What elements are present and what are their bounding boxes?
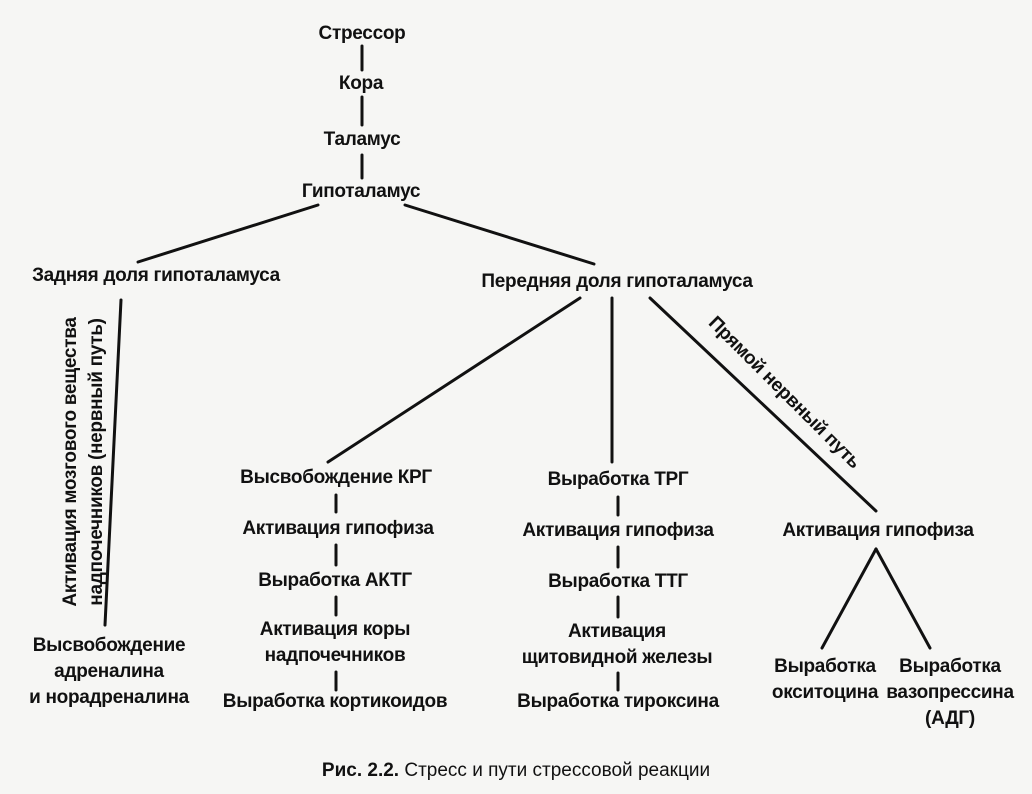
node-crh-release: Высвобождение КРГ <box>240 467 432 488</box>
node-thyroxine-production: Выработка тироксина <box>517 691 719 712</box>
figure-caption: Рис. 2.2. Стресс и пути стрессовой реакц… <box>322 760 710 782</box>
edge-hypo-posterior <box>136 203 320 264</box>
node-cortex: Кора <box>338 73 384 94</box>
node-stressor: Стрессор <box>318 23 406 44</box>
node-trh-production: Выработка ТРГ <box>547 469 689 490</box>
caption-label: Рис. 2.2. <box>321 760 400 781</box>
caption-text: Стресс и пути стрессовой реакции <box>404 760 711 781</box>
node-tsh-production: Выработка ТТГ <box>548 571 688 592</box>
node-pituitary-activation-3: Активация гипофиза <box>782 520 974 541</box>
node-anterior-lobe: Передняя доля гипоталамуса <box>481 271 753 292</box>
label-adrenal-medulla-path: Активация мозгового вещества надпочечник… <box>60 317 107 607</box>
node-adrenaline-release: Высвобождение адреналина и норадреналина <box>29 635 189 708</box>
node-posterior-lobe: Задняя доля гипоталамуса <box>32 265 280 286</box>
node-pituitary-activation-1: Активация гипофиза <box>242 518 434 539</box>
node-pituitary-activation-2: Активация гипофиза <box>522 520 714 541</box>
node-acth-production: Выработка АКТГ <box>258 570 412 591</box>
node-hypothalamus: Гипоталамус <box>301 181 421 202</box>
node-vasopressin-production: Выработка вазопрессина (АДГ) <box>886 656 1014 729</box>
edge-anterior-direct <box>648 296 878 513</box>
node-thyroid-activation: Активация щитовидной железы <box>521 621 713 668</box>
edge-pit3-oxytocin <box>820 547 878 650</box>
node-thalamus: Таламус <box>323 129 401 150</box>
edge-posterior-adrenaline <box>103 298 123 627</box>
node-corticoid-production: Выработка кортикоидов <box>222 691 448 712</box>
edge-hypo-anterior <box>403 203 596 266</box>
edge-anterior-crh <box>326 296 582 464</box>
node-adrenal-cortex-activation: Активация коры надпочечников <box>259 619 411 666</box>
edge-pit3-vasopressin <box>874 547 932 650</box>
node-oxytocin-production: Выработка окситоцина <box>771 656 879 703</box>
